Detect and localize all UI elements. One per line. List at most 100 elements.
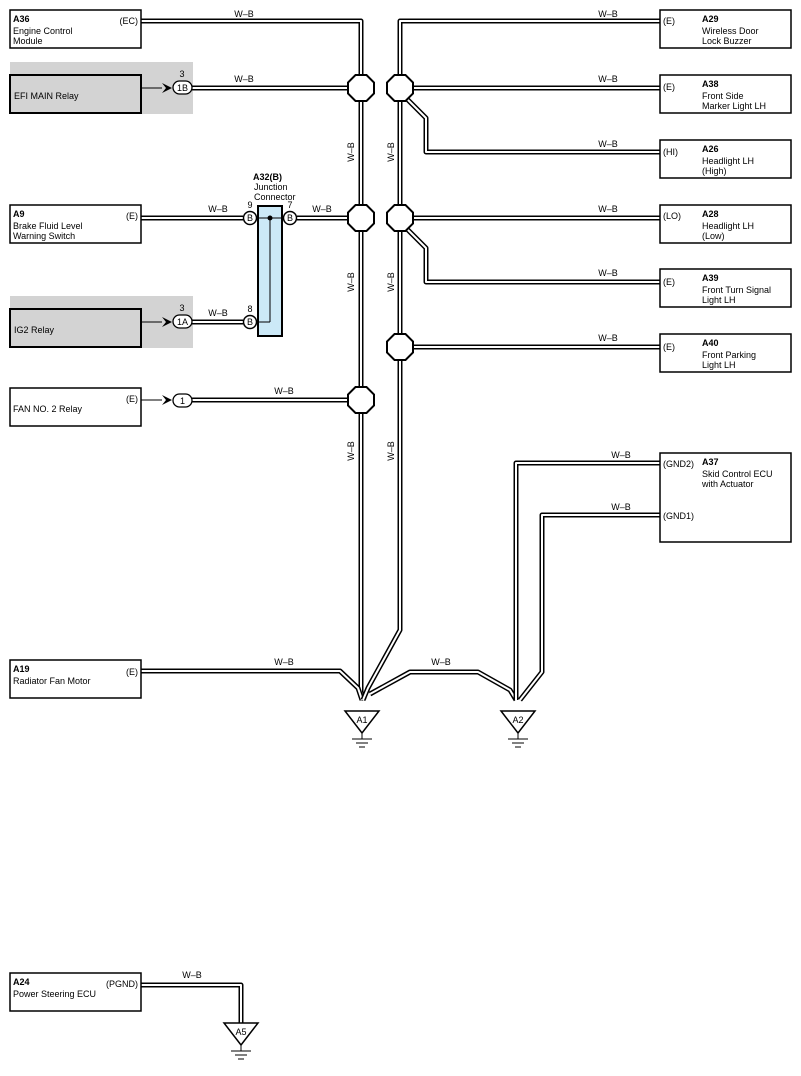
splice-point [347,386,375,414]
a38-front-side-marker-light: A38 Front Side Marker Light LH (E) [659,74,792,114]
svg-text:A32(B): A32(B) [253,172,282,182]
svg-text:Marker Light LH: Marker Light LH [702,101,766,111]
svg-text:(E): (E) [663,342,675,352]
svg-text:Light LH: Light LH [702,360,736,370]
svg-text:A24: A24 [13,977,30,987]
wire-color-label: W–B [386,142,396,162]
ig2-relay: IG2 Relay 1A 3 [9,303,193,348]
svg-text:(E): (E) [126,667,138,677]
svg-text:(High): (High) [702,166,727,176]
svg-text:(GND2): (GND2) [663,459,694,469]
svg-text:Light LH: Light LH [702,295,736,305]
a36-engine-control-module: A36 Engine Control Module (EC) [9,9,142,49]
svg-text:A5: A5 [235,1027,246,1037]
svg-text:Wireless Door: Wireless Door [702,26,759,36]
a28-headlight-low: A28 Headlight LH (Low) (LO) [659,204,792,244]
svg-text:A39: A39 [702,273,719,283]
svg-text:(GND1): (GND1) [663,511,694,521]
svg-text:A38: A38 [702,79,719,89]
wire-color-label: W–B [274,657,294,667]
wire-color-label: W–B [431,657,451,667]
wire-color-label: W–B [346,142,356,162]
a19-radiator-fan-motor: A19 Radiator Fan Motor (E) [9,659,142,699]
svg-text:3: 3 [179,303,184,313]
svg-text:(E): (E) [663,16,675,26]
fan-no2-relay: FAN NO. 2 Relay (E) 1 [9,387,193,427]
ground-a1: A1 [344,710,380,748]
wire-a26 [402,94,660,155]
svg-text:(LO): (LO) [663,211,681,221]
svg-text:(E): (E) [126,211,138,221]
wire-color-label: W–B [611,450,631,460]
svg-text:Connector: Connector [254,192,296,202]
svg-text:8: 8 [247,304,252,314]
svg-text:Lock Buzzer: Lock Buzzer [702,36,752,46]
wire-a24 [141,982,244,1023]
svg-text:A40: A40 [702,338,719,348]
a24-power-steering-ecu: A24 Power Steering ECU (PGND) [9,972,142,1012]
svg-text:A9: A9 [13,209,25,219]
wire-color-label: W–B [598,268,618,278]
a40-front-parking-light: A40 Front Parking Light LH (E) [659,333,792,373]
svg-text:Skid Control ECU: Skid Control ECU [702,469,773,479]
svg-text:A2: A2 [512,715,523,725]
svg-text:Junction: Junction [254,182,288,192]
svg-text:9: 9 [247,200,252,210]
svg-text:1: 1 [180,396,185,406]
svg-text:(E): (E) [663,82,675,92]
wire-a37-gnd2 [513,460,660,700]
svg-text:A26: A26 [702,144,719,154]
wire-color-label: W–B [346,272,356,292]
svg-text:Front Parking: Front Parking [702,350,756,360]
svg-text:A19: A19 [13,664,30,674]
svg-text:Front Side: Front Side [702,91,744,101]
svg-text:A28: A28 [702,209,719,219]
wire-color-label: W–B [386,272,396,292]
wire-color-label: W–B [598,204,618,214]
wire-color-label: W–B [312,204,332,214]
svg-text:with Actuator: with Actuator [701,479,754,489]
wire-color-label: W–B [234,74,254,84]
svg-text:Headlight LH: Headlight LH [702,156,754,166]
svg-text:(HI): (HI) [663,147,678,157]
svg-text:Engine Control: Engine Control [13,26,73,36]
wire-a39 [402,224,660,285]
wire-a1-a2 [368,669,519,702]
splice-point [386,333,414,361]
svg-text:1B: 1B [177,83,188,93]
splice-point [386,204,414,232]
ground-a2: A2 [500,710,536,748]
wire-color-label: W–B [598,333,618,343]
wire-color-label: W–B [208,308,228,318]
svg-text:A29: A29 [702,14,719,24]
svg-text:3: 3 [179,69,184,79]
connector-pill [172,80,193,95]
svg-text:(Low): (Low) [702,231,725,241]
a26-headlight-high: A26 Headlight LH (High) (HI) [659,139,792,179]
svg-text:(E): (E) [126,394,138,404]
wire-color-label: W–B [346,441,356,461]
svg-text:Radiator Fan Motor: Radiator Fan Motor [13,676,91,686]
svg-text:Module: Module [13,36,43,46]
connector-arrow-icon [162,317,172,327]
a37-skid-control-ecu: A37 Skid Control ECU with Actuator (GND2… [659,452,792,543]
svg-text:(PGND): (PGND) [106,979,138,989]
wire-color-label: W–B [386,441,396,461]
svg-text:IG2 Relay: IG2 Relay [14,325,55,335]
a32-junction-connector: A32(B) Junction Connector B B B 9 7 8 [242,172,298,337]
splice-point [347,74,375,102]
wire-color-label: W–B [274,386,294,396]
a39-front-turn-signal: A39 Front Turn Signal Light LH (E) [659,268,792,308]
splice-point [347,204,375,232]
connector-arrow-icon [162,83,172,93]
svg-text:7: 7 [287,200,292,210]
wire-color-label: W–B [182,970,202,980]
svg-text:(E): (E) [663,277,675,287]
a29-wireless-door-lock-buzzer: A29 Wireless Door Lock Buzzer (E) [659,9,792,49]
svg-text:B: B [247,317,253,327]
splice-point [386,74,414,102]
svg-text:EFI MAIN Relay: EFI MAIN Relay [14,91,79,101]
svg-text:B: B [287,213,293,223]
wire-color-label: W–B [598,9,618,19]
